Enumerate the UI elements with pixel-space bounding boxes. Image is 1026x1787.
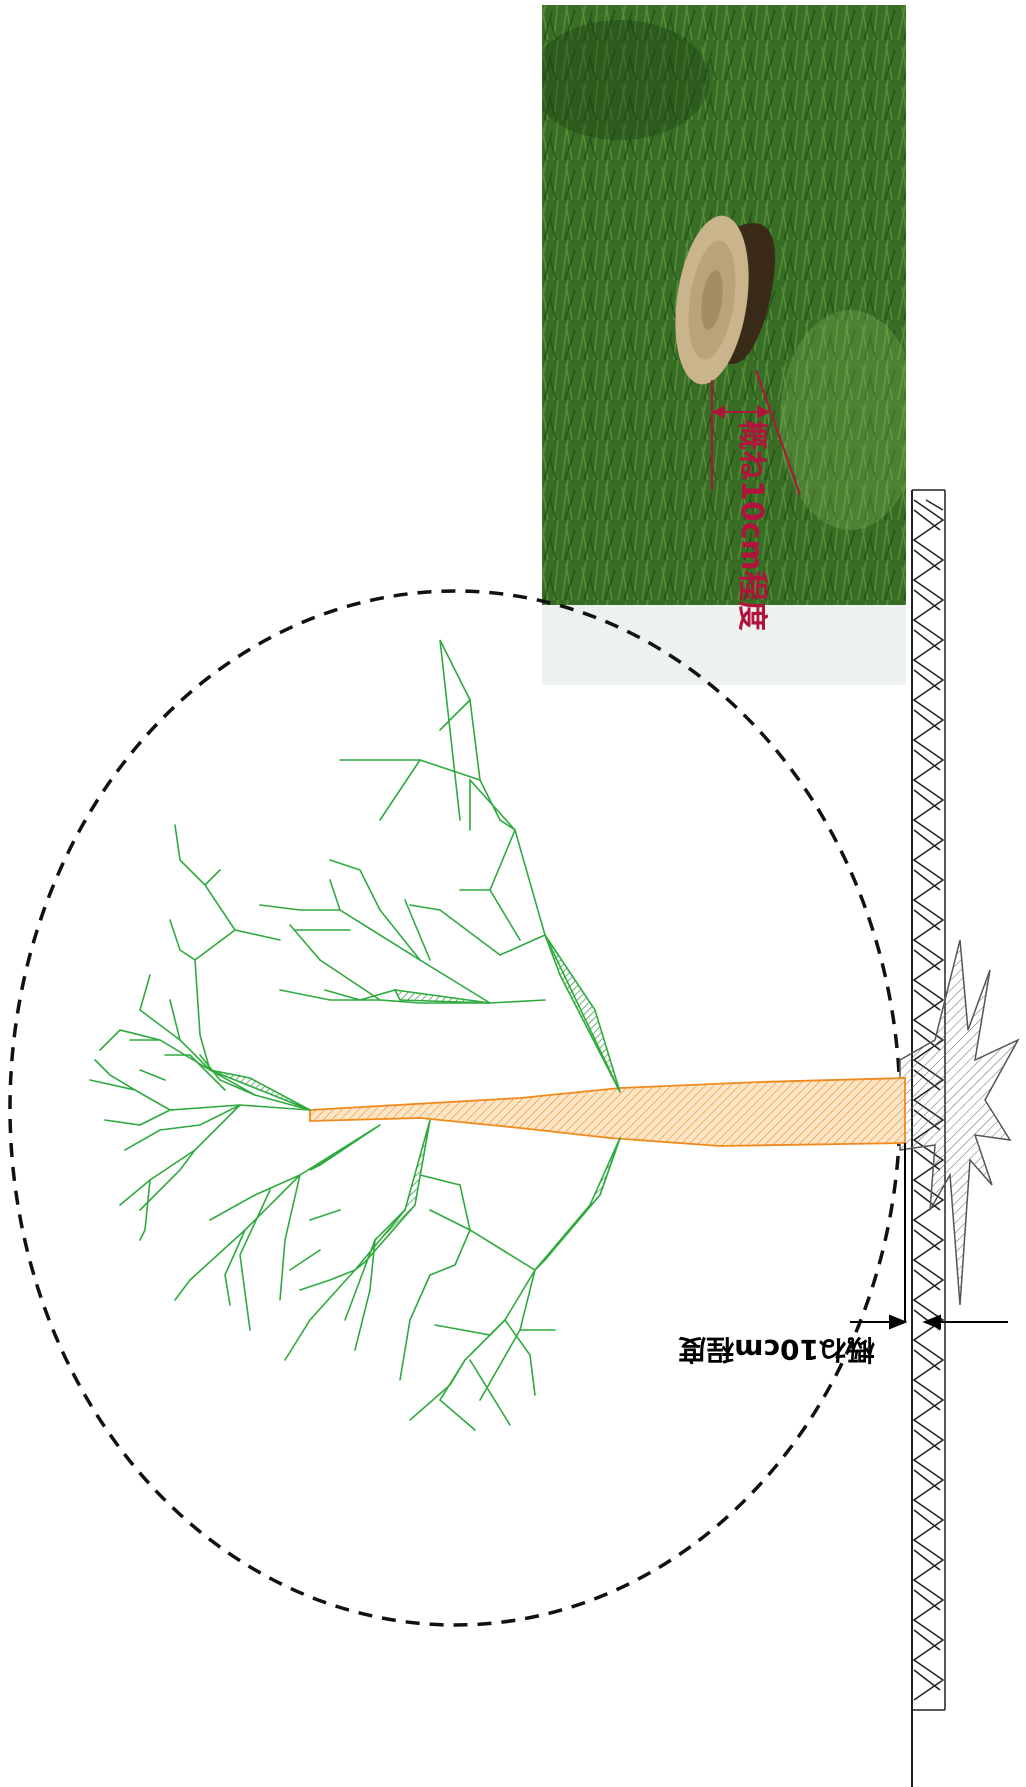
main-root [310, 1078, 905, 1146]
lateral-roots [90, 640, 620, 1430]
dimension-label: 概ね10cm程度 [678, 1333, 875, 1366]
stump-photo: 概ね10cm程度 [530, 5, 920, 685]
tree-stump [900, 940, 1018, 1305]
photo-dimension-label: 概ね10cm程度 [734, 420, 769, 631]
